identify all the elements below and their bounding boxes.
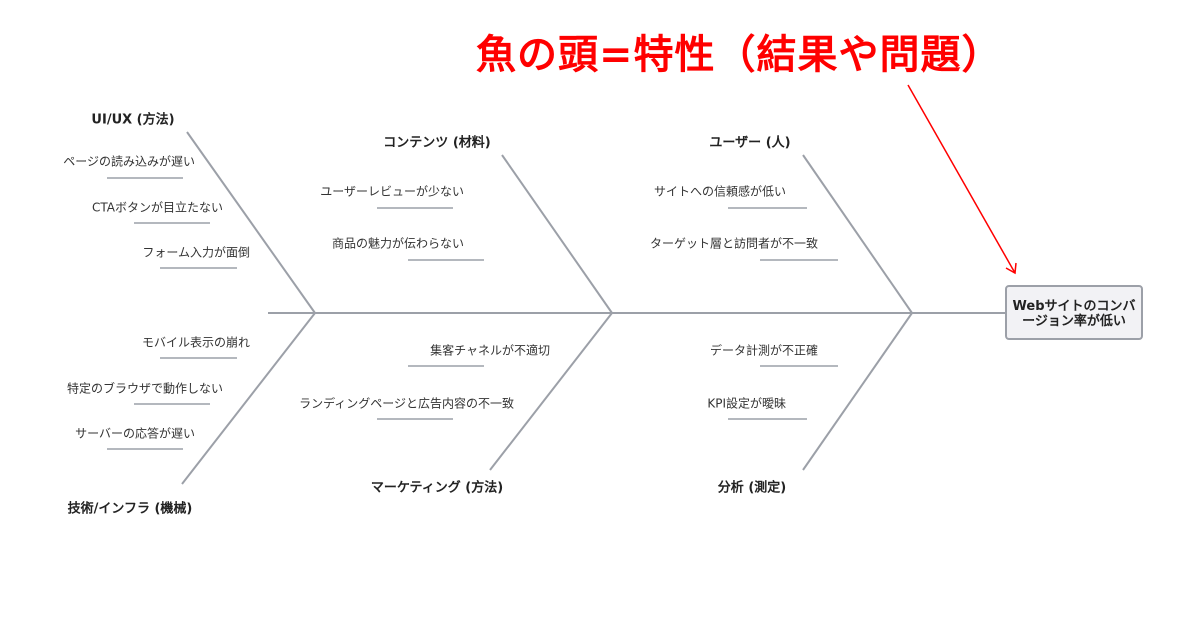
category-content: コンテンツ (材料) [383,135,491,151]
cause-label: ターゲット層と訪問者が不一致 [649,236,818,251]
annotation-arrow [907,84,1017,275]
cause-label: 集客チャネルが不適切 [430,343,550,358]
bone-user [802,154,913,314]
category-user: ユーザー (人) [709,135,791,151]
cause-label: ユーザーレビューが少ない [320,184,464,199]
category-tech: 技術/インフラ (機械) [67,501,193,517]
effect-text: Webサイトのコンバージョン率が低い [1012,299,1136,329]
cause-label: フォーム入力が面倒 [142,245,250,260]
cause-label: ページの読み込みが遅い [63,154,195,169]
bone-uiux [186,131,316,314]
cause-lines [107,177,838,450]
cause-label: モバイル表示の崩れ [141,335,250,350]
bone-analysis [802,312,913,471]
cause-label: CTAボタンが目立たない [92,200,223,215]
fish-head-effect: Webサイトのコンバージョン率が低い [1005,285,1143,340]
bone-content [501,154,613,314]
bone-marketing [489,312,613,471]
cause-label: KPI設定が曖昧 [707,396,786,411]
cause-label: 特定のブラウザで動作しない [66,381,223,396]
cause-label: サイトへの信頼感が低い [653,184,786,199]
category-marketing: マーケティング (方法) [370,480,504,496]
cause-label: 商品の魅力が伝わらない [331,236,464,251]
bone-tech [181,312,316,485]
category-analysis: 分析 (測定) [717,480,787,496]
category-uiux: UI/UX (方法) [91,112,175,128]
cause-label: ランディングページと広告内容の不一致 [299,396,514,411]
cause-label: サーバーの応答が遅い [75,426,195,441]
annotation-title: 魚の頭=特性（結果や問題） [476,32,1003,78]
cause-label: データ計測が不正確 [709,343,818,358]
